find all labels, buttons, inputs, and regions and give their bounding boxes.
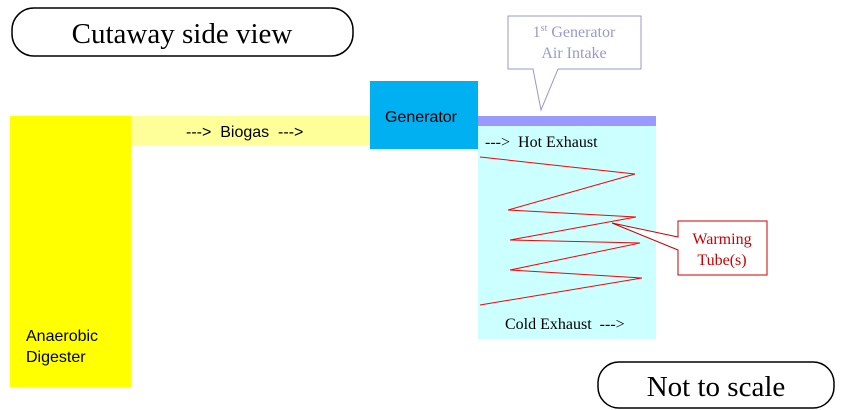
generator-label: Generator <box>385 109 458 126</box>
title-label: Cutaway side view <box>72 18 293 50</box>
scale-note-box <box>597 361 835 409</box>
exhaust-chamber <box>478 122 656 339</box>
digester-label-line1: Anaerobic <box>26 328 98 345</box>
air-intake-bar <box>478 116 656 126</box>
title-box <box>11 7 354 57</box>
generator-box <box>370 81 478 149</box>
air-intake-callout <box>507 15 642 112</box>
warming-tube <box>479 156 643 306</box>
cold-exhaust-label: Cold Exhaust ---> <box>505 316 625 333</box>
digester-label-line2: Digester <box>26 349 86 366</box>
warming-tube-label-line1: Warming <box>692 231 751 248</box>
anaerobic-digester <box>10 116 131 387</box>
scale-note-label: Not to scale <box>647 371 786 403</box>
warming-tube-label-line2: Tube(s) <box>697 252 746 269</box>
hot-exhaust-label: ---> Hot Exhaust <box>485 134 598 151</box>
biogas-label: ---> Biogas ---> <box>186 124 303 141</box>
biogas-pipe <box>131 116 371 146</box>
air-intake-label-line1: 1st Generator <box>533 23 616 41</box>
warming-tube-callout <box>611 220 768 276</box>
air-intake-label-line2: Air Intake <box>541 45 606 62</box>
